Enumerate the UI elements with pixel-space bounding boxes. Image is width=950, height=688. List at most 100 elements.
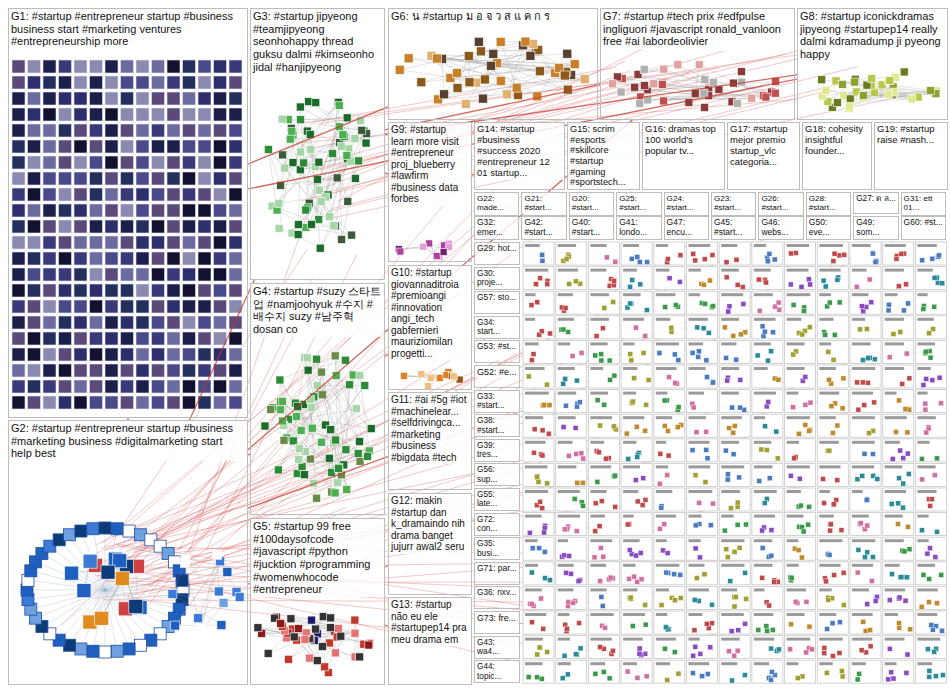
group-cell xyxy=(817,390,848,413)
vertex-icon xyxy=(99,522,111,534)
group-cell xyxy=(785,365,816,388)
cell-tag xyxy=(590,392,608,395)
vertex-icon xyxy=(927,331,932,336)
group-cell xyxy=(850,414,881,437)
vertex-icon xyxy=(740,284,745,289)
group-cell xyxy=(719,340,750,363)
cell-tag xyxy=(787,318,802,321)
cell-tag xyxy=(721,244,737,247)
group-cell xyxy=(523,340,554,363)
vertex-icon xyxy=(701,326,706,331)
cell-tag xyxy=(819,342,831,345)
vertex-icon xyxy=(695,325,700,330)
vertex-icon xyxy=(762,93,770,101)
vertex-thumbnail xyxy=(214,284,227,297)
vertex-icon xyxy=(724,355,729,360)
group-cell xyxy=(687,291,718,314)
vertex-thumbnail xyxy=(90,332,103,345)
vertex-icon xyxy=(334,464,342,472)
vertex-thumbnail xyxy=(198,60,211,73)
group-cell xyxy=(523,291,554,314)
cell-tag xyxy=(689,318,708,321)
vertex-thumbnail xyxy=(12,124,25,137)
vertex-icon xyxy=(662,398,667,403)
group-cell xyxy=(654,414,685,437)
vertex-thumbnail xyxy=(152,92,165,105)
cell-frame xyxy=(523,340,554,363)
vertex-thumbnail xyxy=(214,60,227,73)
cell-tag xyxy=(885,244,906,247)
vertex-thumbnail xyxy=(152,124,165,137)
cell-tag xyxy=(852,318,865,321)
vertex-icon xyxy=(611,424,616,429)
cluster-edge xyxy=(308,370,358,453)
group-grid xyxy=(523,242,946,683)
vertex-icon xyxy=(361,381,369,389)
vertex-cluster xyxy=(395,240,452,261)
cell-tag xyxy=(819,244,843,247)
vertex-thumbnail xyxy=(121,172,134,185)
cluster-edge xyxy=(268,150,335,226)
cell-tag xyxy=(917,367,930,370)
vertex-icon xyxy=(425,382,432,389)
vertex-thumbnail xyxy=(105,252,118,265)
vertex-thumbnail xyxy=(105,316,118,329)
vertex-thumbnail xyxy=(167,284,180,297)
vertex-thumbnail xyxy=(43,92,56,105)
vertex-thumbnail xyxy=(90,396,103,409)
vertex-thumbnail xyxy=(198,348,211,361)
cell-tag xyxy=(852,367,875,370)
vertex-icon xyxy=(326,624,334,632)
vertex-icon xyxy=(289,159,297,167)
cell-frame xyxy=(523,291,554,314)
vertex-icon xyxy=(827,300,832,305)
group-cell xyxy=(915,340,946,363)
vertex-thumbnail xyxy=(28,332,41,345)
vertex-icon xyxy=(940,281,945,286)
vertex-icon xyxy=(317,198,325,206)
vertex-thumbnail xyxy=(43,380,56,393)
vertex-icon xyxy=(628,284,633,289)
vertex-icon xyxy=(807,428,812,433)
group-cell xyxy=(556,390,587,413)
vertex-thumbnail xyxy=(12,76,25,89)
vertex-icon xyxy=(791,302,796,307)
vertex-icon xyxy=(397,248,404,255)
vertex-thumbnail xyxy=(229,140,242,153)
cluster-edge xyxy=(28,590,105,600)
group-cell xyxy=(883,414,914,437)
vertex-icon xyxy=(223,567,232,576)
vertex-icon xyxy=(544,382,549,387)
vertex-thumbnail xyxy=(43,140,56,153)
vertex-icon xyxy=(297,426,305,434)
cluster-edge xyxy=(201,592,237,629)
vertex-icon xyxy=(776,377,781,382)
vertex-thumbnail xyxy=(198,172,211,185)
vertex-thumbnail xyxy=(152,140,165,153)
vertex-thumbnail xyxy=(12,348,25,361)
vertex-thumbnail xyxy=(214,316,227,329)
vertex-icon xyxy=(821,278,826,283)
cell-frame xyxy=(785,291,816,314)
cell-tag xyxy=(656,342,679,345)
vertex-thumbnail xyxy=(183,76,196,89)
cluster-edge xyxy=(280,410,331,473)
vertex-thumbnail xyxy=(136,220,149,233)
cell-frame xyxy=(817,390,848,413)
cell-frame xyxy=(687,365,718,388)
cell-frame xyxy=(556,340,587,363)
group-cell xyxy=(752,316,783,339)
vertex-thumbnail xyxy=(28,140,41,153)
group-cell xyxy=(785,267,816,290)
vertex-thumbnail xyxy=(167,76,180,89)
vertex-icon xyxy=(667,276,672,281)
cell-tag xyxy=(689,367,706,370)
vertex-icon xyxy=(724,260,729,265)
vertex-thumbnail xyxy=(74,92,87,105)
vertex-icon xyxy=(440,90,449,99)
vertex-thumbnail xyxy=(43,236,56,249)
vertex-icon xyxy=(295,455,303,463)
cell-tag xyxy=(885,293,898,296)
vertex-thumbnail xyxy=(12,172,25,185)
vertex-thumbnail xyxy=(152,300,165,313)
